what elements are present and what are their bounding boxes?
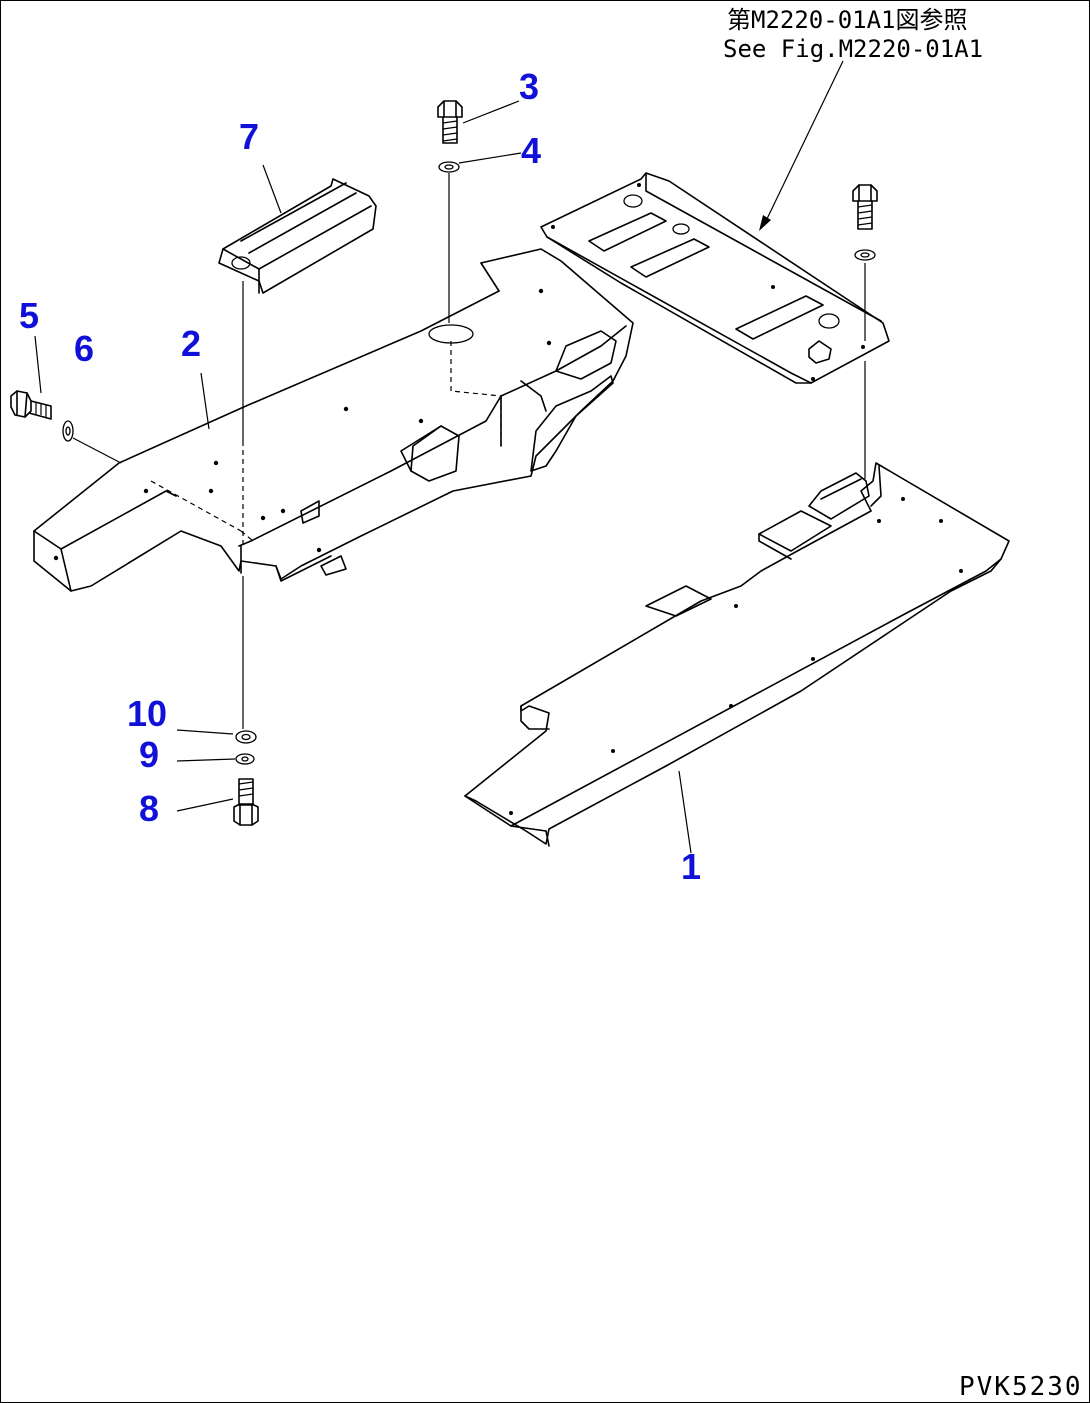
callout-9: 9 — [139, 734, 159, 775]
callout-8: 8 — [139, 788, 159, 829]
callout-5: 5 — [19, 295, 39, 336]
washer-9 — [235, 753, 255, 765]
assembly-lines — [242, 173, 866, 729]
callout-10: 10 — [127, 693, 167, 734]
reference-plate — [540, 172, 890, 384]
reference-text-jp: 第M2220-01A1図参照 — [727, 6, 968, 34]
washer-4 — [438, 161, 460, 173]
reference-text-en: See Fig.M2220-01A1 — [723, 35, 983, 63]
part-7-bracket — [218, 178, 377, 294]
callout-7: 7 — [239, 116, 259, 157]
washer-10 — [235, 730, 257, 744]
bolt-8 — [233, 778, 259, 826]
callout-4: 4 — [521, 130, 541, 171]
bolt-right — [852, 184, 878, 261]
washer-6 — [62, 420, 74, 442]
callout-3: 3 — [519, 66, 539, 107]
bolt-3 — [437, 100, 463, 144]
part-1-side-cover — [464, 462, 1010, 847]
leader-lines — [34, 60, 844, 854]
drawing-code: PVK5230 — [959, 1372, 1083, 1402]
callout-1: 1 — [681, 846, 701, 887]
bolt-5 — [10, 390, 52, 420]
callout-2: 2 — [181, 323, 201, 364]
callout-6: 6 — [74, 328, 94, 369]
part-2-frame-cover — [33, 248, 634, 592]
